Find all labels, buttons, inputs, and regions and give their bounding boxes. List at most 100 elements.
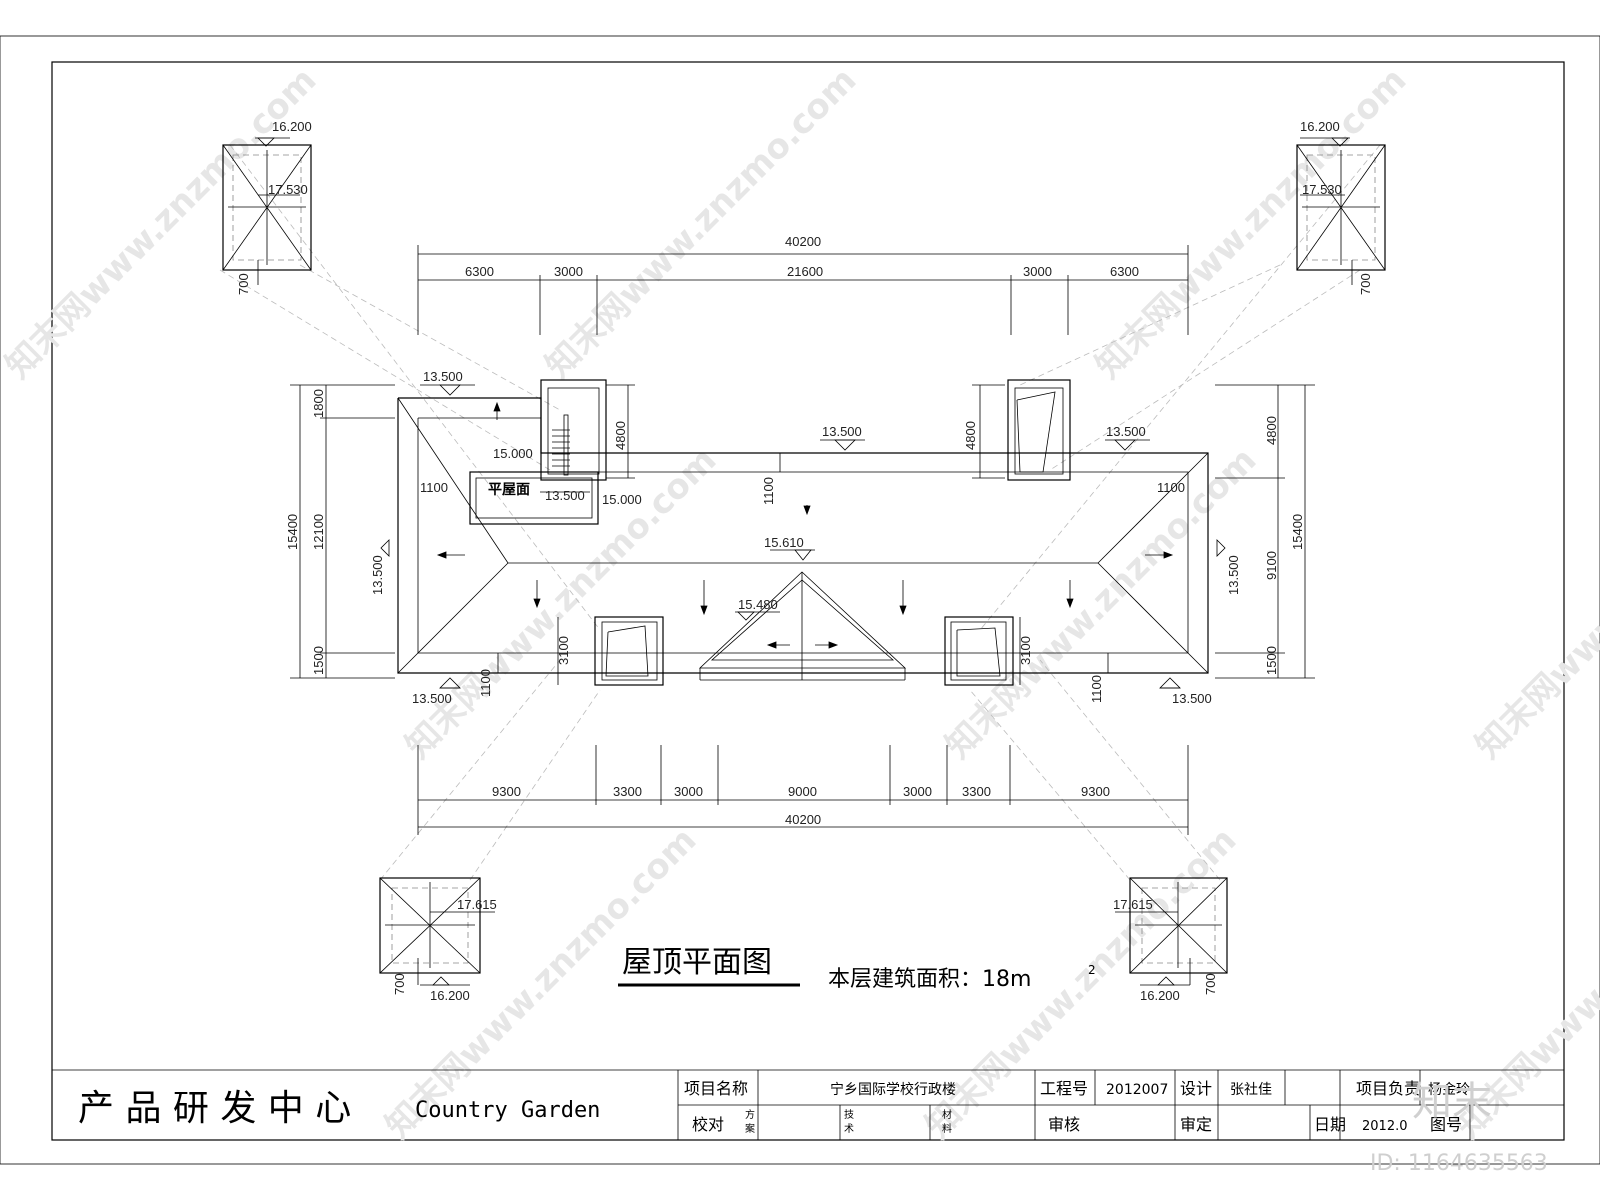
area-superscript: 2 bbox=[1088, 963, 1096, 977]
watermark-text: 知末网www.znzmo.com bbox=[1468, 440, 1600, 766]
dim-segment: 21600 bbox=[787, 264, 823, 279]
elevation-label: 13.500 bbox=[412, 691, 452, 706]
area-label: 本层建筑面积：18m bbox=[828, 967, 1031, 992]
flat-roof-area bbox=[469, 471, 599, 525]
elevation-label: 16.200 bbox=[1300, 119, 1340, 134]
watermark-text: 知末网www.znzmo.com bbox=[1088, 60, 1414, 386]
elevation-label: 16.200 bbox=[272, 119, 312, 134]
dim-label: 700 bbox=[1203, 973, 1218, 995]
dim-label: 1100 bbox=[1089, 675, 1104, 703]
tb-label: 图号 bbox=[1430, 1115, 1462, 1134]
detail-top-right: 16.200 17.530 700 bbox=[1296, 119, 1386, 295]
dim-label: 700 bbox=[236, 273, 251, 295]
tb-label: 项目负责 bbox=[1356, 1079, 1420, 1098]
tb-label: 项目名称 bbox=[684, 1079, 748, 1098]
dim-total-bottom: 40200 bbox=[785, 812, 821, 827]
dim-segment: 12100 bbox=[311, 514, 326, 550]
sheet-border bbox=[0, 35, 1600, 1165]
tb-label: 日期 bbox=[1314, 1115, 1346, 1134]
tb-small-label: 术 bbox=[844, 1123, 854, 1135]
dim-label: 1100 bbox=[420, 480, 448, 495]
tb-label: 审核 bbox=[1048, 1115, 1080, 1134]
dim-segment: 4800 bbox=[1264, 416, 1279, 445]
top-dimensions bbox=[417, 245, 1189, 335]
dim-label: 700 bbox=[1358, 273, 1373, 295]
tb-small-label: 材 bbox=[942, 1108, 952, 1121]
bottom-dimensions bbox=[417, 745, 1189, 835]
dim-segment: 9100 bbox=[1264, 551, 1279, 580]
elevation-label: 16.200 bbox=[1140, 988, 1180, 1003]
elevation-label: 13.500 bbox=[822, 424, 862, 439]
tb-small-label: 方 bbox=[745, 1108, 755, 1121]
flat-roof-label: 平屋面 bbox=[488, 482, 530, 498]
elevation-label: 15.000 bbox=[493, 446, 533, 461]
tb-label: 工程号 bbox=[1040, 1079, 1088, 1098]
dim-segment: 3000 bbox=[1023, 264, 1052, 279]
elevation-label: 13.500 bbox=[1172, 691, 1212, 706]
elevation-label: 17.530 bbox=[1302, 182, 1342, 197]
dim-segment: 9300 bbox=[1081, 784, 1110, 799]
designer: 张社佳 bbox=[1230, 1082, 1272, 1098]
dim-segment: 9300 bbox=[492, 784, 521, 799]
watermark-text: 知末网www.znzmo.com bbox=[538, 60, 864, 386]
dim-segment: 3000 bbox=[903, 784, 932, 799]
dim-label: 1100 bbox=[1157, 480, 1185, 495]
detail-bottom-left: 17.615 16.200 700 bbox=[379, 877, 497, 1003]
elevation-label: 17.615 bbox=[457, 897, 497, 912]
elevation-label: 13.500 bbox=[370, 555, 385, 595]
date: 2012.0 bbox=[1362, 1119, 1408, 1134]
dormer-bottom-left bbox=[594, 616, 664, 686]
project-lead: 杨金玲 bbox=[1428, 1082, 1470, 1098]
elevation-label: 16.200 bbox=[430, 988, 470, 1003]
dim-inner: 4800 bbox=[613, 421, 628, 450]
elevation-label: 13.500 bbox=[423, 369, 463, 384]
watermark-id: ID: 1164635563 bbox=[1370, 1151, 1548, 1176]
center-pyramid bbox=[698, 571, 907, 669]
dim-segment: 6300 bbox=[465, 264, 494, 279]
watermark-text: 知末网www.znzmo.com bbox=[0, 60, 324, 386]
tb-label: 审定 bbox=[1180, 1115, 1212, 1134]
drawing-frame bbox=[51, 61, 1565, 1141]
dim-total-left: 15400 bbox=[285, 514, 300, 550]
tb-small-label: 料 bbox=[942, 1122, 952, 1135]
project-name: 宁乡国际学校行政楼 bbox=[830, 1081, 956, 1098]
dim-label: 1100 bbox=[478, 669, 493, 697]
dim-segment: 9000 bbox=[788, 784, 817, 799]
drawing-title: 屋顶平面图 bbox=[622, 945, 772, 980]
tb-label: 校对 bbox=[692, 1115, 724, 1134]
elevation-label: 13.500 bbox=[1106, 424, 1146, 439]
stair-tower bbox=[540, 379, 607, 481]
dim-label: 3100 bbox=[1018, 636, 1033, 665]
elevation-label: 15.610 bbox=[764, 535, 804, 550]
elevation-label: 13.500 bbox=[545, 488, 585, 503]
dim-label: 1100 bbox=[761, 477, 776, 505]
dim-segment: 3300 bbox=[613, 784, 642, 799]
dim-segment: 3000 bbox=[554, 264, 583, 279]
tb-small-label: 技 bbox=[844, 1108, 854, 1121]
detail-bottom-right: 17.615 16.200 700 bbox=[1113, 877, 1228, 1003]
dim-label: 700 bbox=[392, 973, 407, 995]
elevation-label: 15.480 bbox=[738, 597, 778, 612]
dim-label: 3100 bbox=[556, 636, 571, 665]
dim-segment: 1800 bbox=[311, 389, 326, 418]
detail-leader-lines bbox=[219, 144, 1381, 881]
dim-segment: 1500 bbox=[311, 646, 326, 675]
org-name: 产 品 研 发 中 心 bbox=[78, 1088, 351, 1129]
elevation-label: 17.530 bbox=[268, 182, 308, 197]
dim-total-top: 40200 bbox=[785, 234, 821, 249]
dim-segment: 3000 bbox=[674, 784, 703, 799]
tb-small-label: 案 bbox=[745, 1122, 755, 1135]
tb-label: 设计 bbox=[1180, 1079, 1212, 1098]
org-name-en: Country Garden bbox=[415, 1098, 600, 1123]
watermark-text: 知末网www.znzmo.com bbox=[938, 440, 1264, 766]
project-number: 2012007 bbox=[1106, 1082, 1168, 1098]
detail-top-left: 16.200 17.530 700 bbox=[222, 119, 312, 295]
title-block bbox=[52, 1069, 1564, 1140]
elevation-label: 15.000 bbox=[602, 492, 642, 507]
main-roof-plan: 平屋面 bbox=[370, 369, 1241, 706]
dim-segment: 1500 bbox=[1264, 646, 1279, 675]
right-dimensions bbox=[972, 384, 1315, 679]
dim-inner: 4800 bbox=[963, 421, 978, 450]
left-dimensions bbox=[290, 384, 635, 679]
